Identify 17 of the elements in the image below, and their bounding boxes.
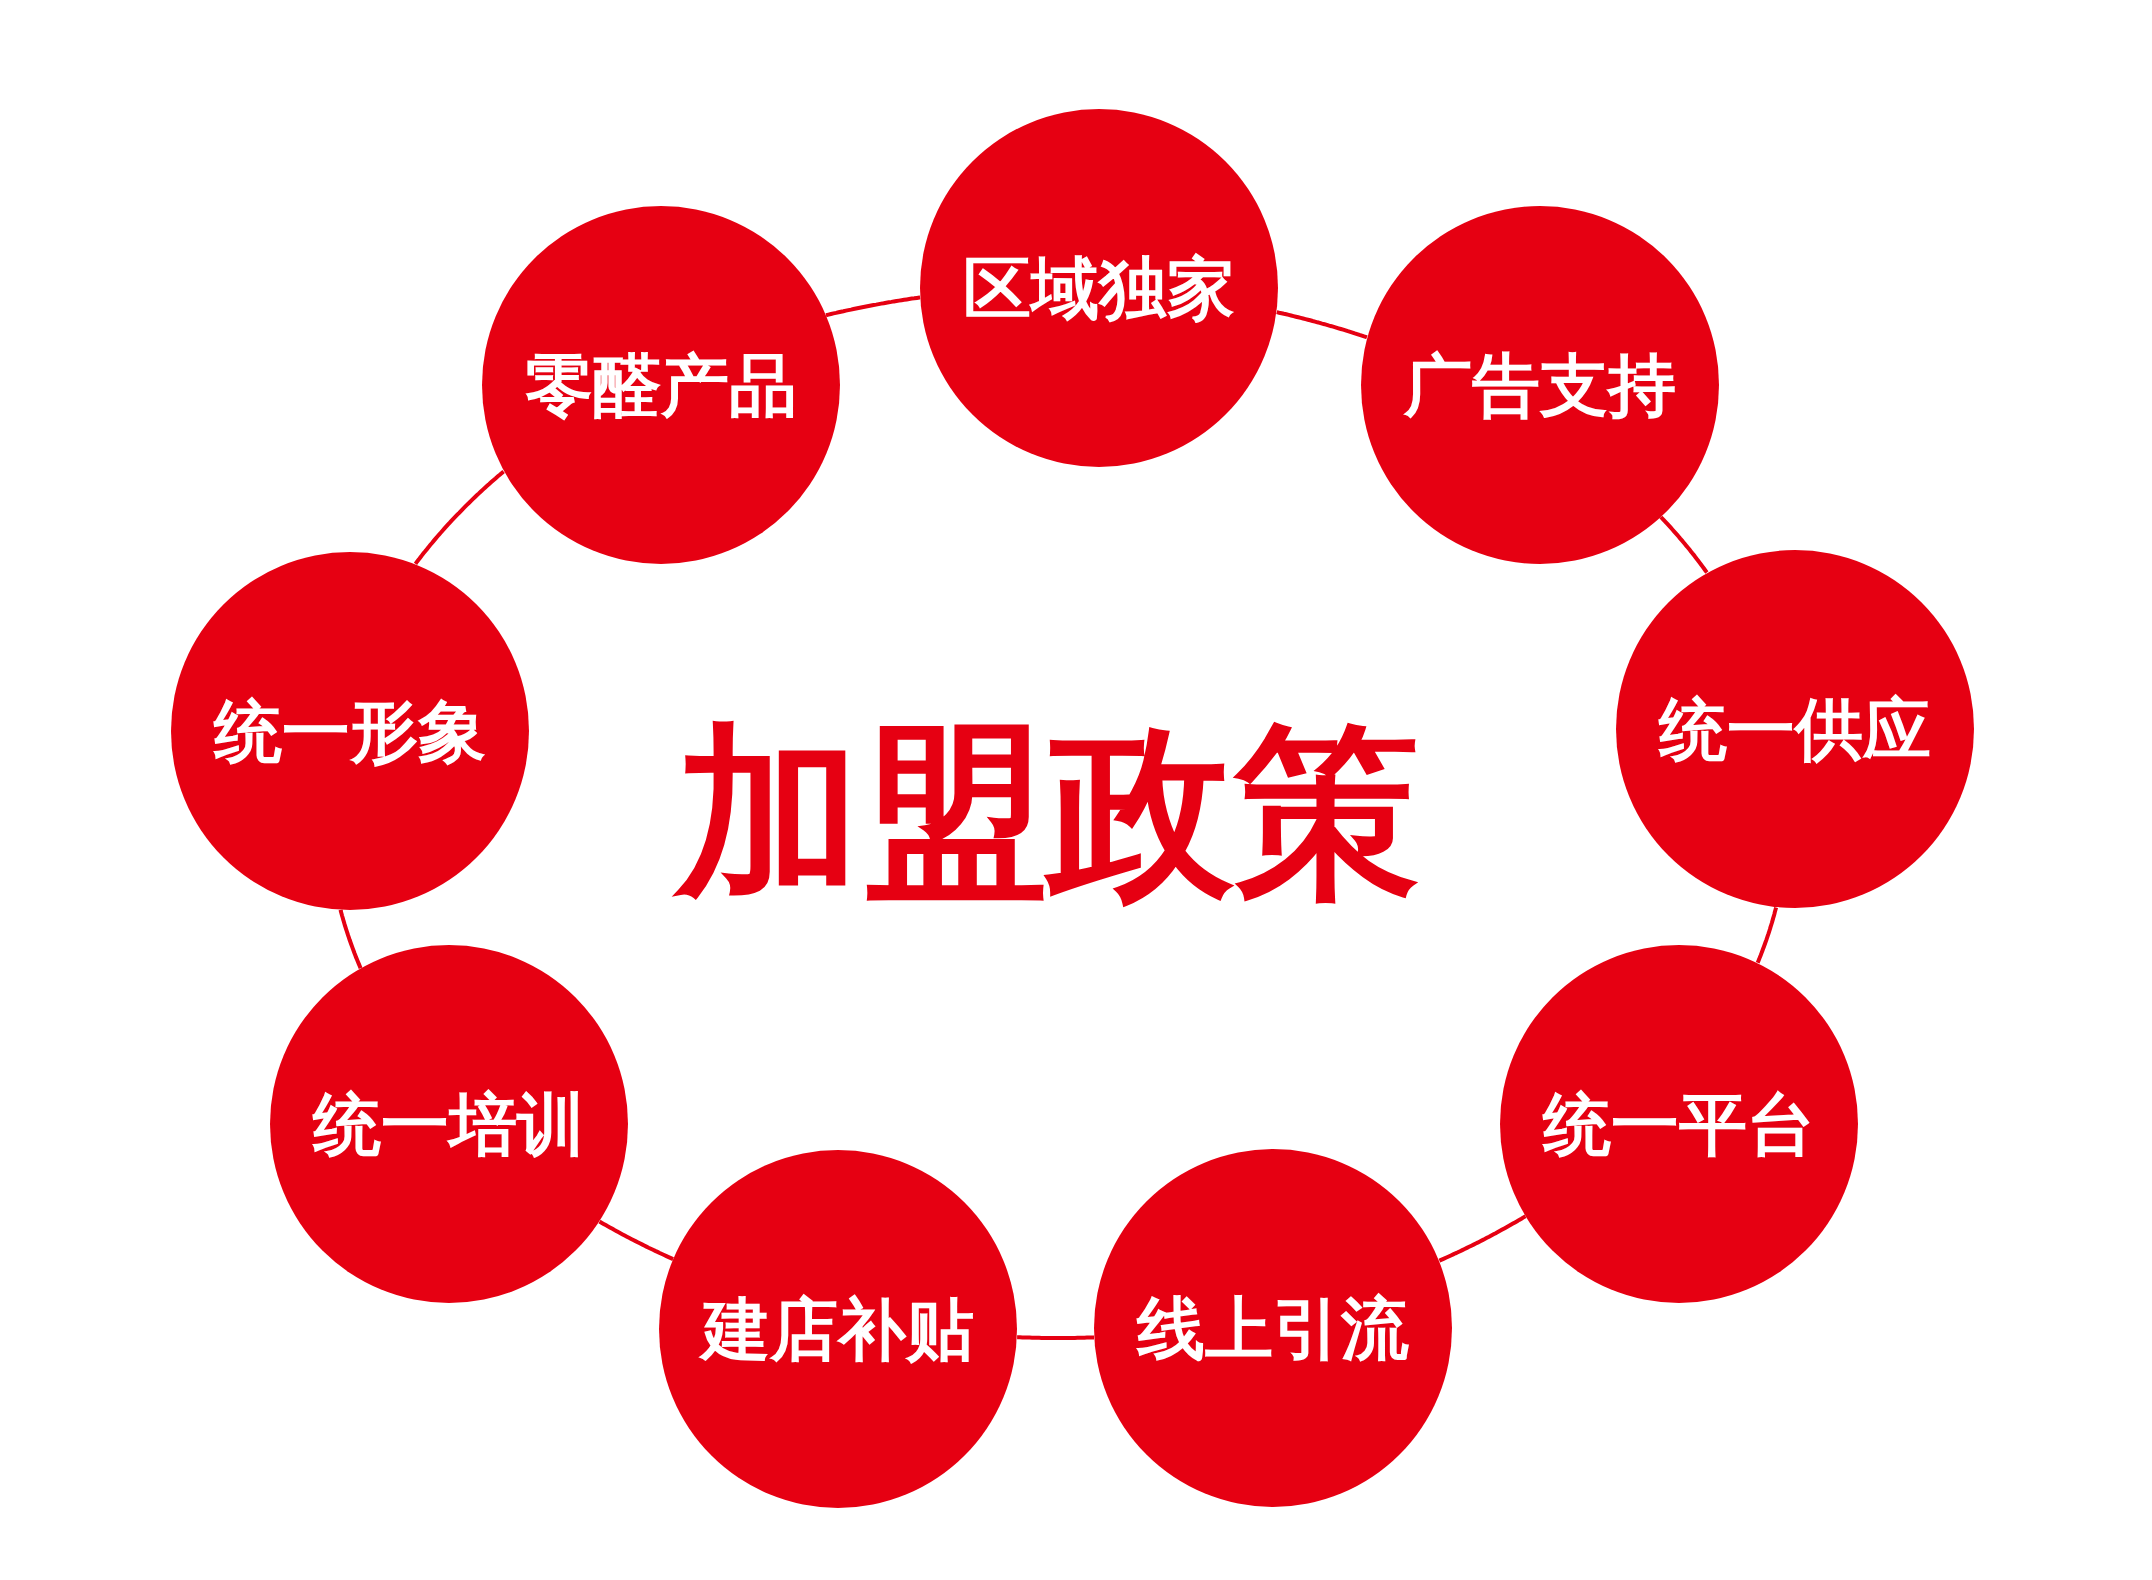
policy-label: 广告支持 bbox=[1404, 347, 1676, 423]
connector-line bbox=[1659, 515, 1709, 575]
policy-label: 统一供应 bbox=[1659, 691, 1931, 767]
connector-line bbox=[338, 909, 363, 969]
policy-label: 零醛产品 bbox=[525, 347, 797, 423]
connector-line bbox=[413, 469, 505, 565]
policy-label: 统一形象 bbox=[214, 693, 486, 769]
policy-label: 统一培训 bbox=[313, 1086, 585, 1162]
connector-line bbox=[1015, 1335, 1095, 1340]
connector-line bbox=[1438, 1214, 1527, 1263]
policy-label: 线上引流 bbox=[1137, 1290, 1409, 1366]
connector-line bbox=[1755, 906, 1779, 964]
connector-line bbox=[598, 1219, 674, 1261]
policy-label: 统一平台 bbox=[1543, 1086, 1815, 1162]
connector-line bbox=[1276, 310, 1369, 340]
connector-line bbox=[825, 295, 922, 318]
policy-label: 区域独家 bbox=[963, 250, 1235, 326]
